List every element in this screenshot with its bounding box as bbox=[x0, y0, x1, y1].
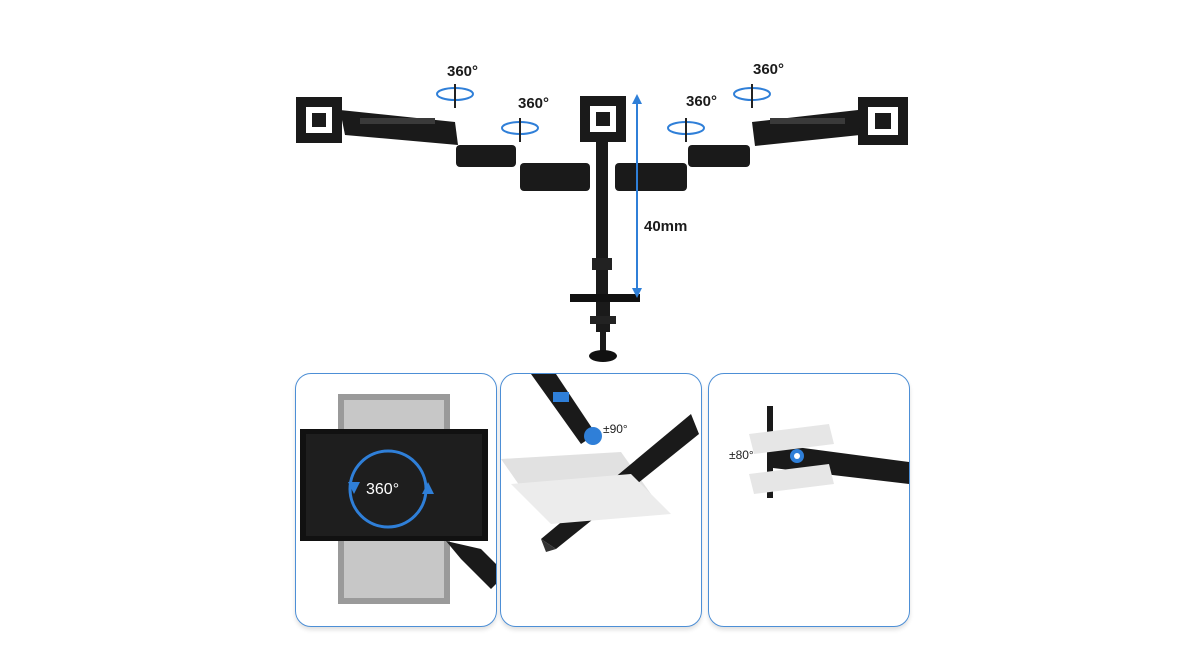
left-inner-rotation-label: 360° bbox=[518, 95, 550, 112]
tilted-monitor-drawing bbox=[501, 374, 699, 552]
center-vesa-plate bbox=[580, 96, 626, 142]
left-outer-rotation-label: 360° bbox=[447, 63, 479, 80]
desk-clamp bbox=[570, 294, 640, 362]
rotation-detail-panel: 360° bbox=[295, 373, 497, 627]
rotated-monitor-drawing bbox=[300, 394, 496, 604]
height-label: 40mm bbox=[644, 218, 688, 235]
right-inner-arm bbox=[615, 163, 687, 191]
left-elbow bbox=[456, 145, 516, 167]
tilt-label: ±90° bbox=[603, 422, 628, 436]
left-inner-arm bbox=[520, 163, 590, 191]
swivel-label: ±80° bbox=[729, 448, 754, 462]
swivel-detail-panel: ±80° bbox=[708, 373, 910, 627]
tilt-detail-panel: ±90° bbox=[500, 373, 702, 627]
height-arrow bbox=[632, 94, 642, 298]
right-inner-rotation-label: 360° bbox=[686, 93, 718, 110]
right-outer-rotation-label: 360° bbox=[753, 61, 785, 78]
center-pole bbox=[596, 140, 608, 298]
left-vesa-plate bbox=[296, 97, 342, 143]
swivel-monitor-drawing bbox=[749, 406, 909, 498]
right-outer-arm bbox=[752, 110, 860, 146]
triple-monitor-mount-drawing bbox=[296, 84, 908, 362]
rotation-label: 360° bbox=[366, 481, 400, 498]
right-elbow bbox=[688, 145, 750, 167]
right-vesa-plate bbox=[858, 97, 908, 145]
rotation-arrow-icon bbox=[436, 84, 771, 142]
left-outer-arm bbox=[340, 110, 458, 145]
